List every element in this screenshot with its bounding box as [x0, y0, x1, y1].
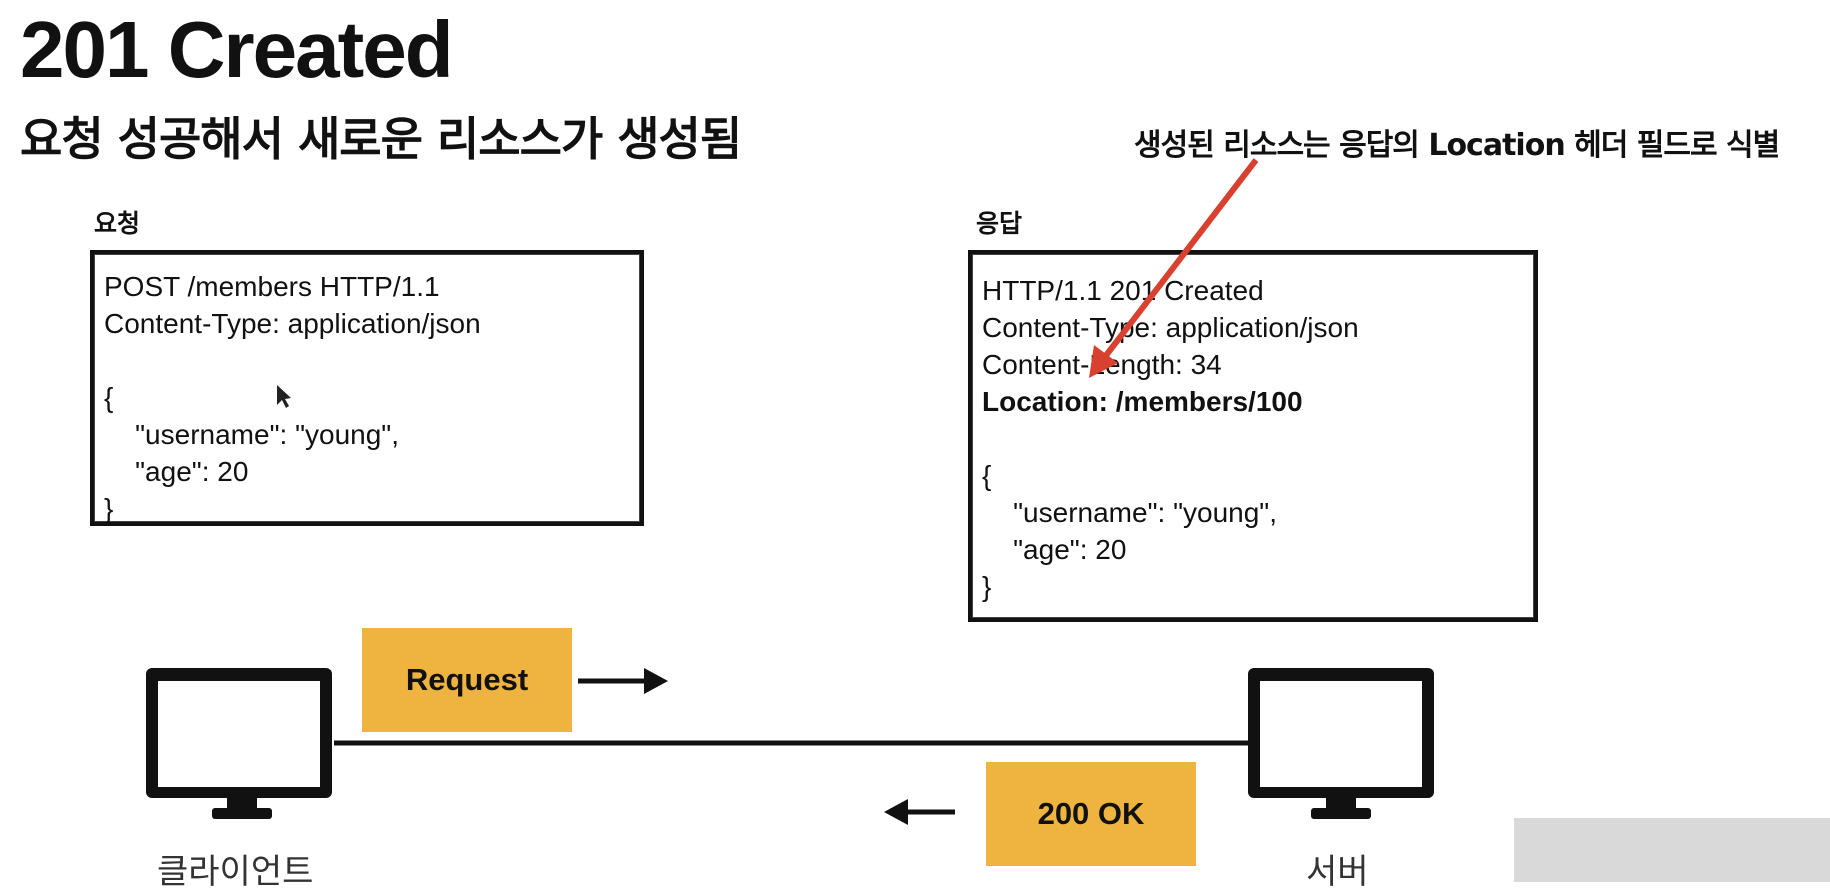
webcam-overlay [1514, 818, 1830, 882]
response-body-open: { [982, 460, 992, 491]
request-body-close: } [104, 493, 114, 524]
request-body-age: "age": 20 [104, 456, 249, 487]
server-label: 서버 [1306, 852, 1369, 892]
request-label: 요청 [94, 209, 141, 238]
client-label: 클라이언트 [157, 852, 314, 892]
response-direction-arrow-icon [884, 799, 955, 825]
request-line: POST /members HTTP/1.1 [104, 271, 440, 302]
response-body-age: "age": 20 [982, 534, 1127, 565]
location-callout: 생성된 리소스는 응답의 Location 헤더 필드로 식별 [1134, 128, 1780, 163]
response-header-content-length: Content-Length: 34 [982, 349, 1222, 380]
response-flow-label: 200 OK [986, 762, 1196, 866]
response-label: 응답 [976, 209, 1023, 238]
response-status-line: HTTP/1.1 201 Created [982, 275, 1264, 306]
request-flow-label: Request [362, 628, 572, 732]
request-body-open: { [104, 382, 114, 413]
server-monitor-icon [1248, 668, 1434, 819]
response-body-username: "username": "young", [982, 497, 1278, 528]
response-message-box: HTTP/1.1 201 Created Content-Type: appli… [968, 250, 1538, 622]
slide-title: 201 Created [20, 5, 454, 94]
response-header-location: Location: /members/100 [982, 386, 1303, 417]
request-message-box: POST /members HTTP/1.1 Content-Type: app… [90, 250, 644, 526]
response-body-close: } [982, 571, 992, 602]
response-header-content-type: Content-Type: application/json [982, 312, 1359, 343]
request-direction-arrow-icon [578, 668, 668, 694]
location-pointer-arrow-icon [1089, 158, 1259, 378]
mouse-cursor-icon [277, 385, 291, 408]
request-header-content-type: Content-Type: application/json [104, 308, 481, 339]
slide-subtitle: 요청 성공해서 새로운 리소스가 생성됨 [20, 112, 742, 166]
request-body-username: "username": "young", [104, 419, 400, 450]
client-monitor-icon [146, 668, 332, 819]
